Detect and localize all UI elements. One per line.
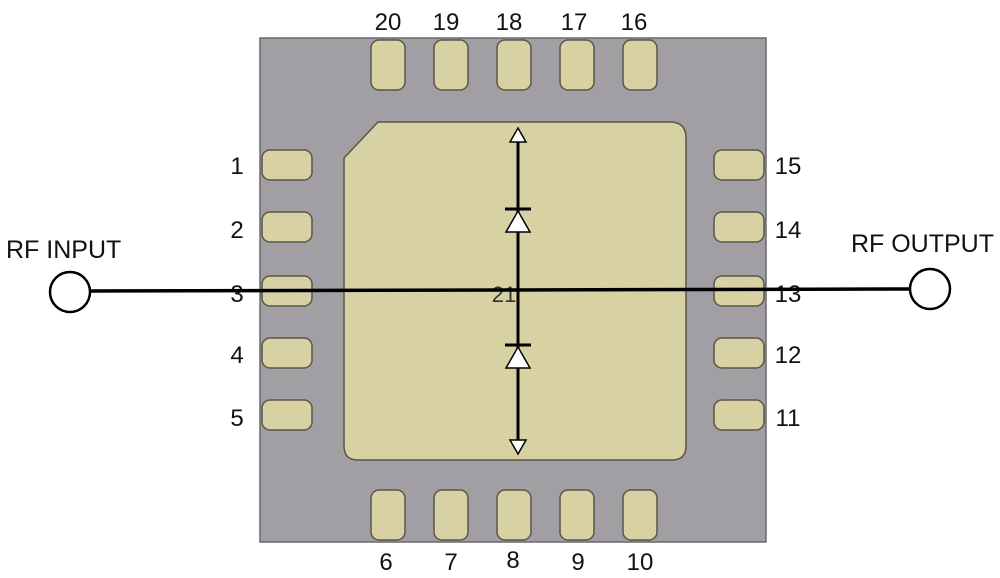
pin-label-11: 11 — [776, 405, 801, 432]
pin-pad-8 — [496, 489, 532, 541]
pin-pad-4 — [261, 337, 313, 369]
rf-input-label: RF INPUT — [6, 236, 121, 264]
pin-pad-9 — [559, 489, 595, 541]
pin-pad-19 — [433, 39, 469, 91]
pin-pad-1 — [261, 149, 313, 181]
pin-label-8: 8 — [506, 547, 519, 574]
pin-pad-2 — [261, 211, 313, 243]
pin-label-17: 17 — [561, 9, 588, 36]
pin-pad-14 — [713, 211, 765, 243]
pin-label-21: 21 — [492, 282, 516, 307]
pin-label-1: 1 — [230, 153, 243, 180]
pin-label-6: 6 — [379, 549, 392, 576]
pin-label-5: 5 — [230, 405, 243, 432]
pin-pad-17 — [559, 39, 595, 91]
pin-label-19: 19 — [433, 9, 460, 36]
pin-label-10: 10 — [627, 549, 654, 576]
pin-pad-12 — [713, 337, 765, 369]
pin-label-9: 9 — [571, 549, 584, 576]
diode-chain — [504, 126, 532, 456]
pin-label-15: 15 — [775, 153, 802, 180]
pin-label-20: 20 — [375, 9, 402, 36]
pin-pad-16 — [622, 39, 658, 91]
pin-pad-18 — [496, 39, 532, 91]
pin-pad-5 — [261, 399, 313, 431]
pin-label-2: 2 — [230, 217, 243, 244]
top-pads — [370, 39, 658, 91]
pin-pad-15 — [713, 149, 765, 181]
pin-pad-6 — [370, 489, 406, 541]
pin-label-13: 13 — [775, 281, 802, 308]
pin-label-7: 7 — [444, 549, 457, 576]
arrow-down-icon — [508, 439, 528, 456]
pin-label-16: 16 — [621, 9, 648, 36]
upper-diode-icon — [504, 209, 532, 233]
bottom-pads — [370, 489, 658, 541]
pin-label-12: 12 — [775, 342, 802, 369]
pin-label-18: 18 — [496, 9, 523, 36]
pin-pad-7 — [433, 489, 469, 541]
rf-trace — [89, 287, 911, 293]
left-pads — [261, 149, 313, 431]
rf-input-port — [48, 270, 92, 314]
pin-label-14: 14 — [775, 217, 802, 244]
pin-label-3: 3 — [230, 281, 243, 308]
pin-label-4: 4 — [230, 342, 243, 369]
pin-pad-11 — [713, 399, 765, 431]
rf-output-port — [908, 267, 952, 311]
pin-pad-20 — [370, 39, 406, 91]
arrow-up-icon — [508, 126, 528, 143]
rf-output-label: RF OUTPUT — [851, 230, 994, 258]
pin-pad-10 — [622, 489, 658, 541]
lower-diode-icon — [504, 345, 532, 369]
